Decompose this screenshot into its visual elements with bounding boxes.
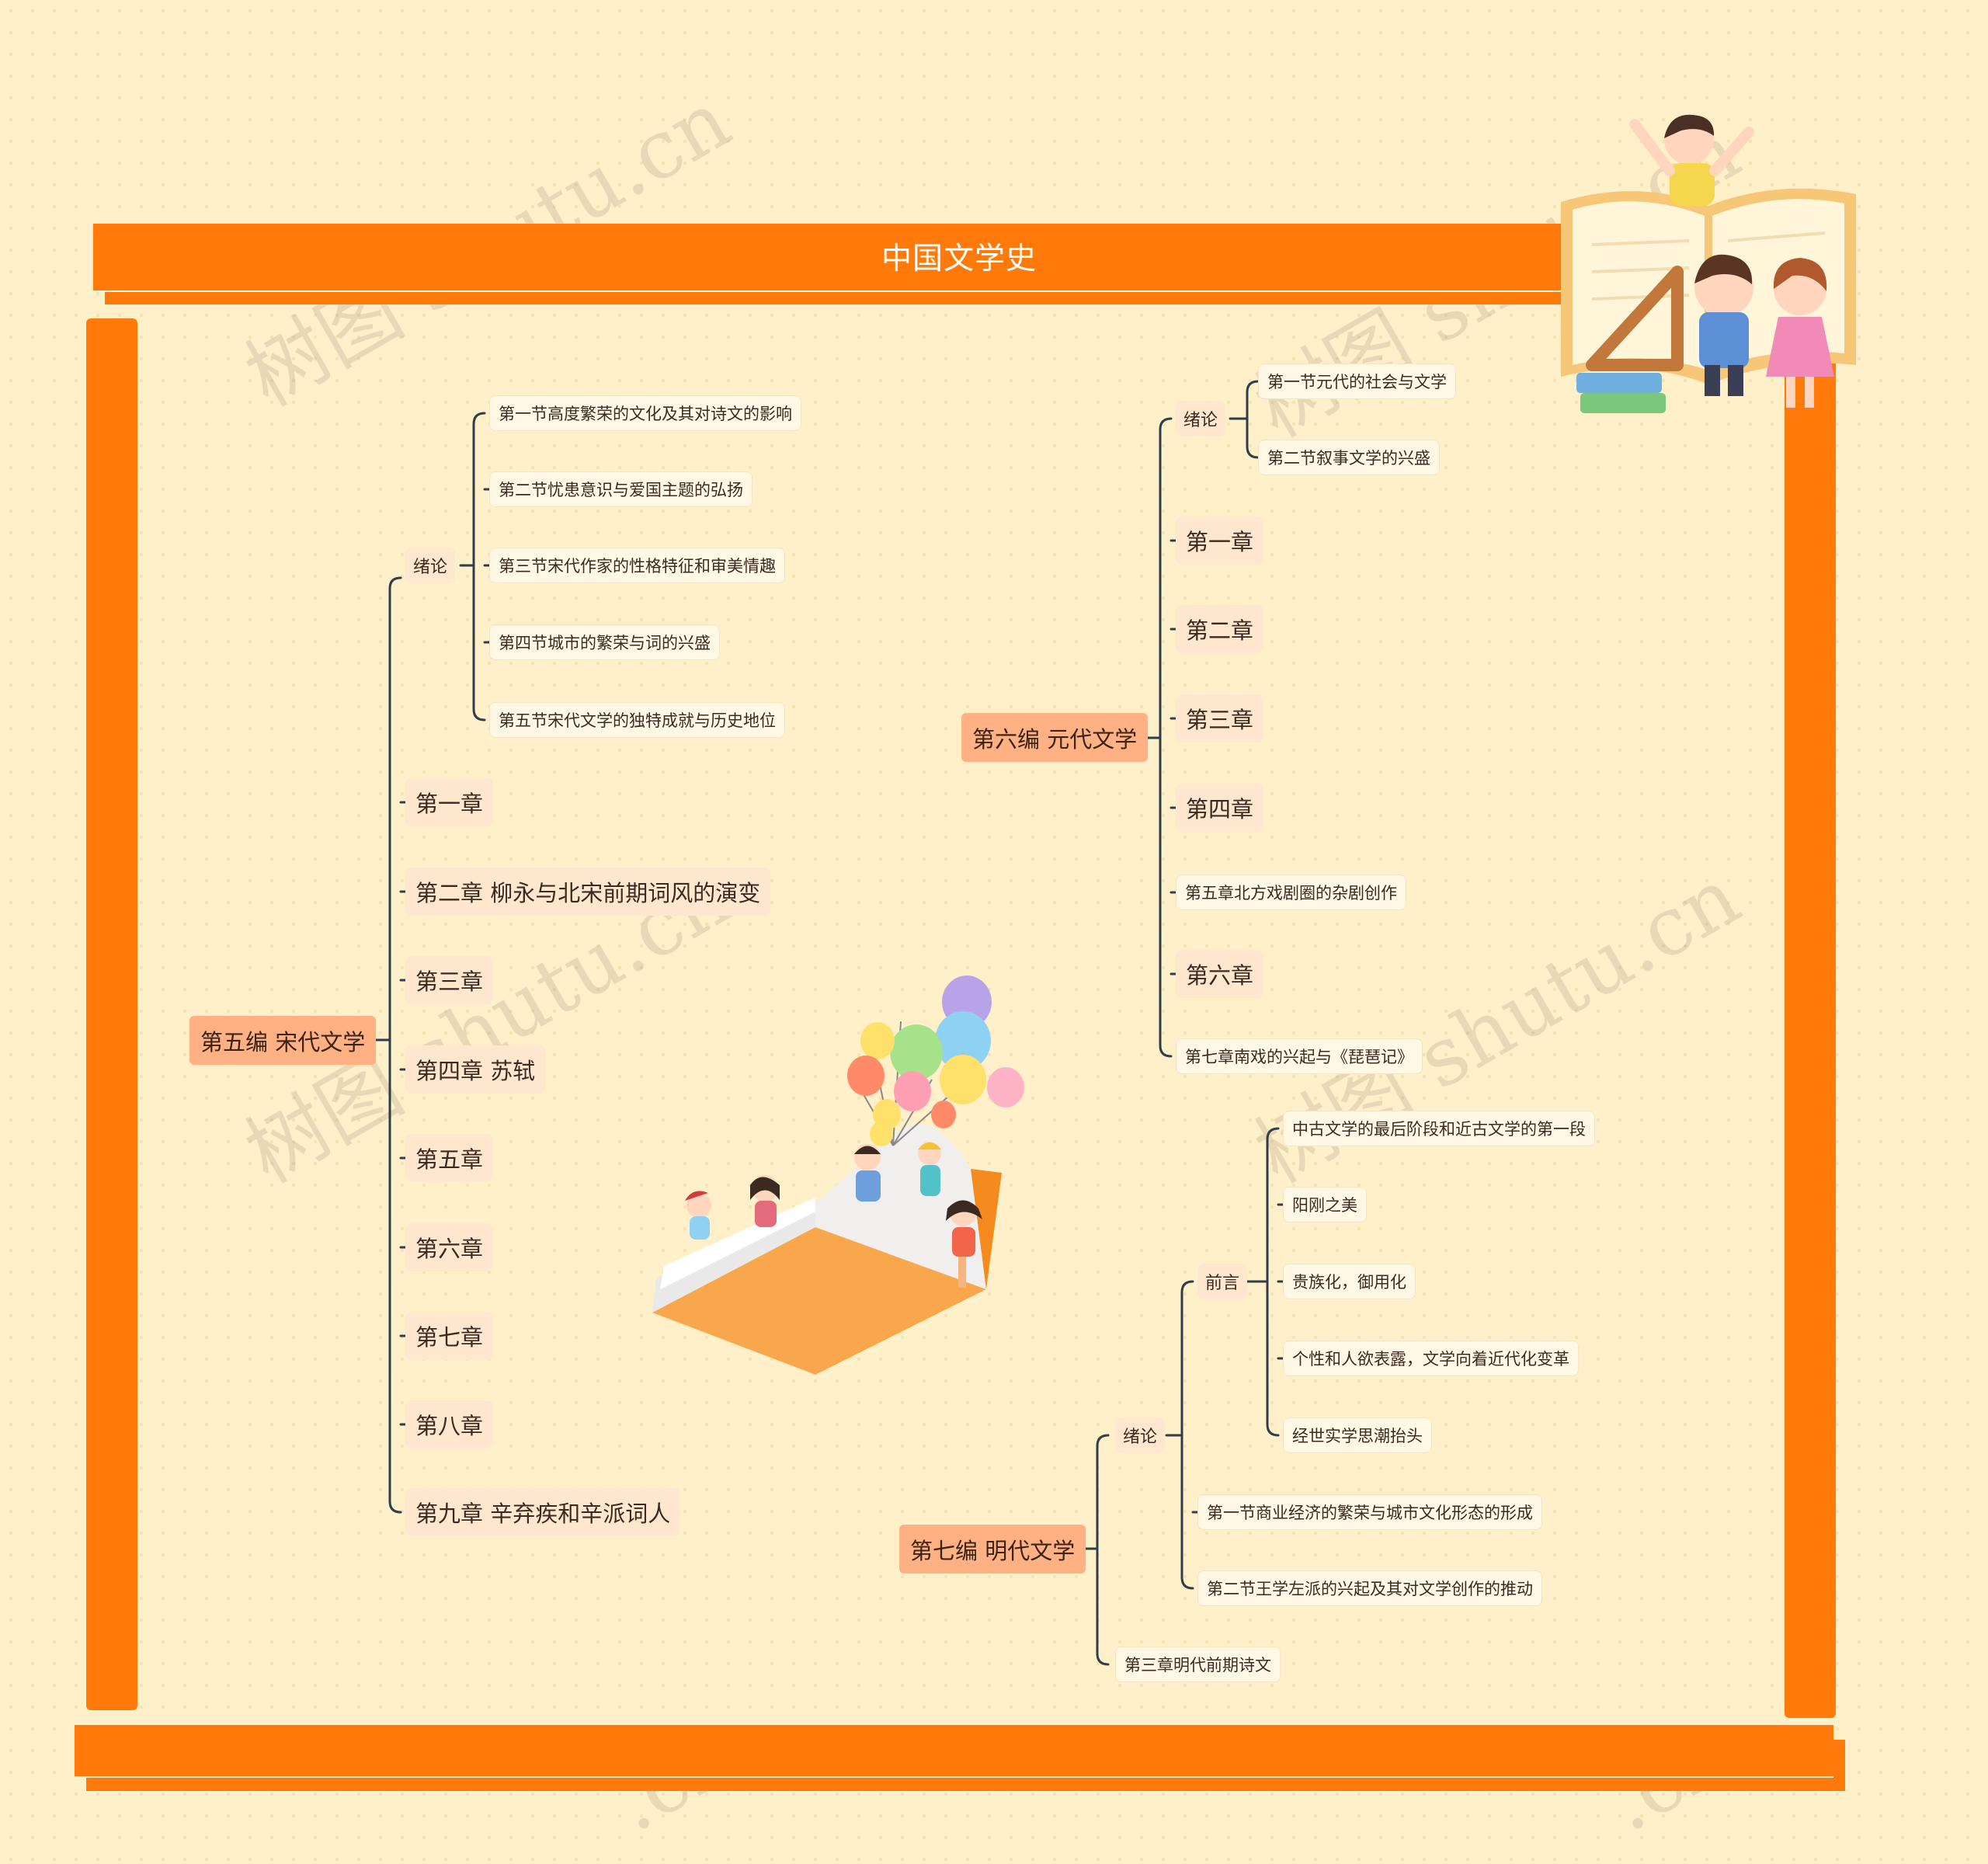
song-intro-section-5[interactable]: 第五节宋代文学的独特成就与历史地位 xyxy=(489,702,785,738)
ming-preface-item-3[interactable]: 贵族化，御用化 xyxy=(1283,1264,1416,1299)
song-intro-node[interactable]: 绪论 xyxy=(405,548,455,583)
ming-intro-node[interactable]: 绪论 xyxy=(1115,1417,1165,1453)
yuan-intro-node[interactable]: 绪论 xyxy=(1176,401,1225,436)
yuan-chapter-6[interactable]: 第六章 xyxy=(1176,950,1263,998)
song-chapter-1[interactable]: 第一章 xyxy=(405,778,493,826)
song-chapter-7[interactable]: 第七章 xyxy=(405,1312,493,1360)
song-chapter-8[interactable]: 第八章 xyxy=(405,1400,493,1448)
song-intro-section-3[interactable]: 第三节宋代作家的性格特征和审美情趣 xyxy=(489,548,785,583)
yuan-root-node[interactable]: 第六编 元代文学 xyxy=(961,713,1148,762)
yuan-chapter-1[interactable]: 第一章 xyxy=(1176,516,1263,565)
ming-intro-section-2[interactable]: 第二节王学左派的兴起及其对文学创作的推动 xyxy=(1197,1570,1542,1606)
ming-preface-item-2[interactable]: 阳刚之美 xyxy=(1283,1187,1367,1222)
ming-preface-item-4[interactable]: 个性和人欲表露，文学向着近代化变革 xyxy=(1283,1341,1579,1376)
song-chapter-6[interactable]: 第六章 xyxy=(405,1223,493,1271)
song-chapter-3[interactable]: 第三章 xyxy=(405,956,493,1004)
song-chapter-5[interactable]: 第五章 xyxy=(405,1134,493,1182)
song-intro-section-2[interactable]: 第二节忧患意识与爱国主题的弘扬 xyxy=(489,471,752,507)
yuan-chapter-4[interactable]: 第四章 xyxy=(1176,784,1263,832)
song-intro-section-4[interactable]: 第四节城市的繁荣与词的兴盛 xyxy=(489,624,720,660)
yuan-intro-section-1[interactable]: 第一节元代的社会与文学 xyxy=(1258,363,1456,399)
song-root-node[interactable]: 第五编 宋代文学 xyxy=(189,1016,376,1065)
yuan-chapter-5[interactable]: 第五章北方戏剧圈的杂剧创作 xyxy=(1176,875,1406,910)
balloon-book-illustration xyxy=(637,971,1072,1390)
yuan-chapter-2[interactable]: 第二章 xyxy=(1176,605,1263,653)
ming-preface-item-1[interactable]: 中古文学的最后阶段和近古文学的第一段 xyxy=(1283,1111,1595,1146)
yuan-chapter-7[interactable]: 第七章南戏的兴起与《琵琶记》 xyxy=(1176,1038,1423,1074)
yuan-intro-section-2[interactable]: 第二节叙事文学的兴盛 xyxy=(1258,440,1440,475)
ming-preface-node[interactable]: 前言 xyxy=(1197,1264,1247,1299)
song-chapter-2[interactable]: 第二章 柳永与北宋前期词风的演变 xyxy=(405,868,770,916)
yuan-chapter-3[interactable]: 第三章 xyxy=(1176,694,1263,742)
ming-chapter-3[interactable]: 第三章明代前期诗文 xyxy=(1115,1647,1281,1682)
song-intro-section-1[interactable]: 第一节高度繁荣的文化及其对诗文的影响 xyxy=(489,395,801,431)
ming-root-node[interactable]: 第七编 明代文学 xyxy=(899,1525,1086,1574)
song-chapter-4[interactable]: 第四章 苏轼 xyxy=(405,1045,545,1094)
kids-reading-book-illustration xyxy=(1545,109,1872,435)
song-chapter-9[interactable]: 第九章 辛弃疾和辛派词人 xyxy=(405,1488,680,1536)
ming-preface-item-5[interactable]: 经世实学思潮抬头 xyxy=(1283,1417,1432,1453)
ming-intro-section-1[interactable]: 第一节商业经济的繁荣与城市文化形态的形成 xyxy=(1197,1494,1542,1530)
